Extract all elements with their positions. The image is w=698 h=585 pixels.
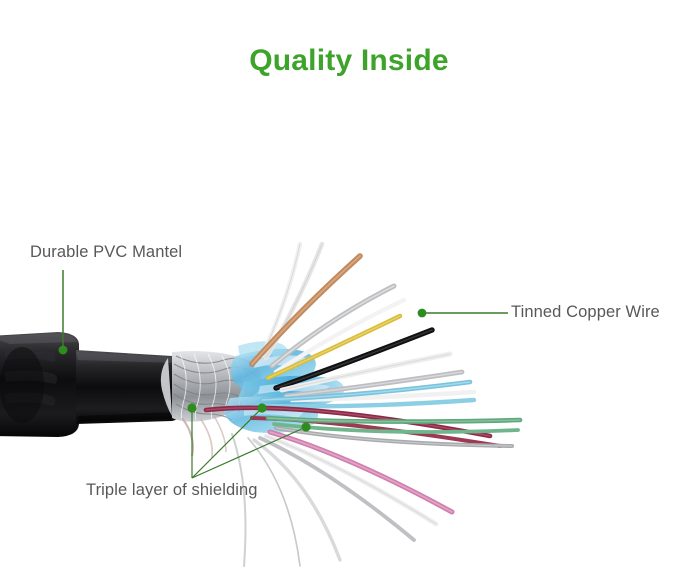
callout-label-triple-layer-shielding: Triple layer of shielding — [86, 481, 258, 499]
callout-dot-shield-braid — [187, 403, 197, 413]
connector-boot — [0, 332, 79, 437]
tinned-copper-wires — [203, 241, 523, 567]
callout-dot-shield-inner — [301, 422, 311, 432]
callout-leaders — [62, 270, 508, 479]
callout-label-tinned-copper-wire: Tinned Copper Wire — [511, 303, 660, 321]
page-title: Quality Inside — [249, 44, 449, 77]
callout-label-pvc-mantel: Durable PVC Mantel — [30, 243, 183, 261]
leader-lines-shielding — [191, 407, 307, 479]
pvc-jacket — [76, 350, 182, 424]
callout-dot-tinned-copper — [417, 308, 427, 318]
callout-dot-shield-foil — [257, 403, 267, 413]
callout-dots — [58, 308, 427, 432]
callout-dot-pvc-mantel — [58, 345, 68, 355]
